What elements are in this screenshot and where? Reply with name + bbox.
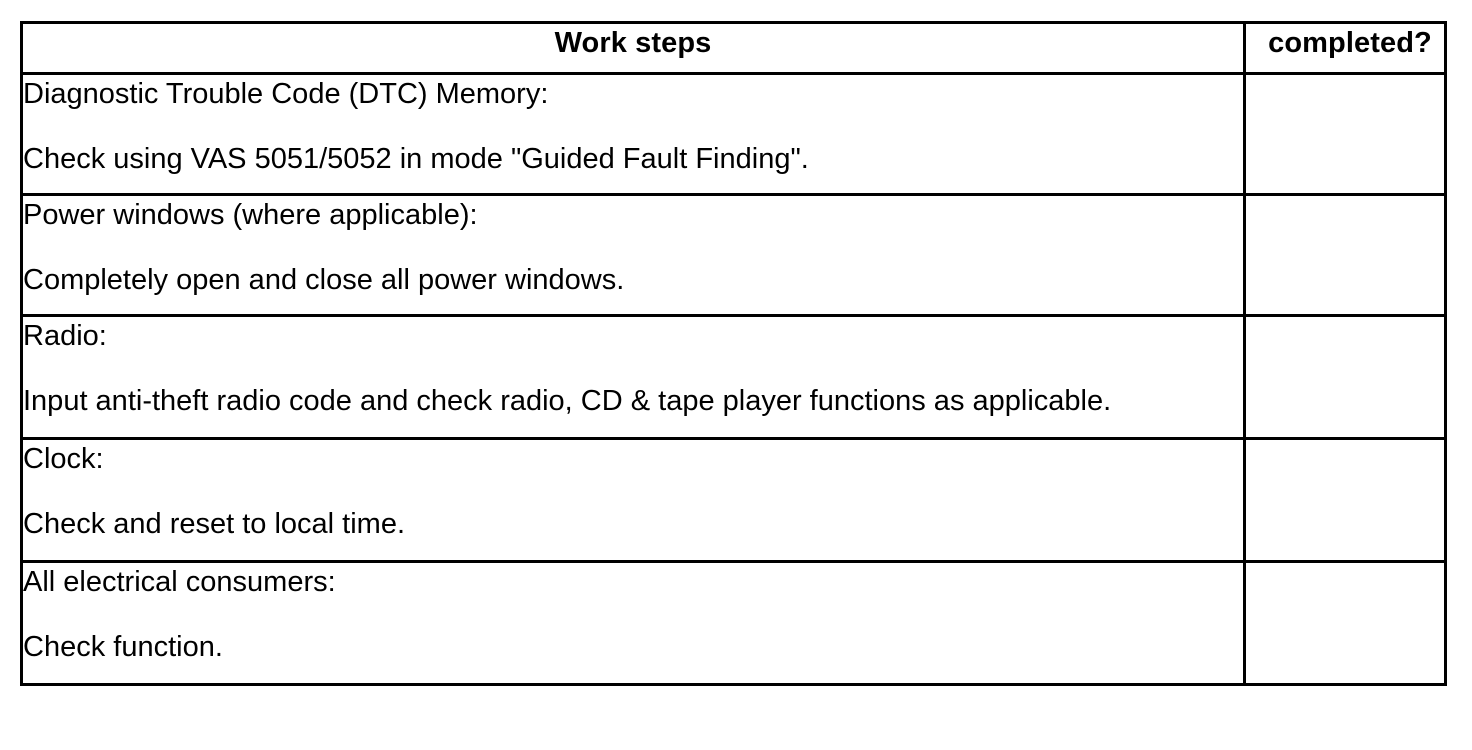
work-step-cell: Diagnostic Trouble Code (DTC) Memory: Ch… [20, 72, 1246, 196]
work-steps-checklist-table: Work steps completed? Diagnostic Trouble… [20, 21, 1447, 686]
table-header: Work steps completed? [20, 21, 1447, 75]
work-step-detail: Check using VAS 5051/5052 in mode "Guide… [23, 143, 809, 175]
completed-checkbox-cell[interactable] [1243, 72, 1447, 196]
table-row: Diagnostic Trouble Code (DTC) Memory: Ch… [20, 72, 1447, 196]
column-header-completed: completed? [1243, 21, 1447, 75]
completed-checkbox-cell[interactable] [1243, 560, 1447, 686]
work-step-title: Clock: [23, 443, 104, 475]
completed-checkbox-cell[interactable] [1243, 314, 1447, 440]
work-step-detail: Input anti-theft radio code and check ra… [23, 385, 1112, 417]
line-spacer [23, 114, 1243, 140]
line-spacer [23, 356, 1243, 382]
work-step-title: Radio: [23, 320, 107, 352]
line-spacer [23, 235, 1243, 261]
work-step-detail: Check and reset to local time. [23, 508, 406, 540]
work-step-detail: Completely open and close all power wind… [23, 264, 625, 296]
table-row: Clock: Check and reset to local time. [20, 437, 1447, 563]
table-body: Diagnostic Trouble Code (DTC) Memory: Ch… [20, 72, 1447, 686]
table-row: Radio: Input anti-theft radio code and c… [20, 314, 1447, 440]
table-row: Power windows (where applicable): Comple… [20, 193, 1447, 317]
work-step-title: All electrical consumers: [23, 566, 336, 598]
work-step-detail: Check function. [23, 631, 223, 663]
line-spacer [23, 602, 1243, 628]
table-row: All electrical consumers: Check function… [20, 560, 1447, 686]
work-step-cell: Power windows (where applicable): Comple… [20, 193, 1246, 317]
work-step-title: Diagnostic Trouble Code (DTC) Memory: [23, 78, 549, 110]
work-step-cell: Radio: Input anti-theft radio code and c… [20, 314, 1246, 440]
column-header-work-steps: Work steps [20, 21, 1246, 75]
work-step-cell: All electrical consumers: Check function… [20, 560, 1246, 686]
completed-checkbox-cell[interactable] [1243, 437, 1447, 563]
work-step-title: Power windows (where applicable): [23, 199, 478, 231]
completed-checkbox-cell[interactable] [1243, 193, 1447, 317]
line-spacer [23, 479, 1243, 505]
table-header-row: Work steps completed? [20, 21, 1447, 75]
work-step-cell: Clock: Check and reset to local time. [20, 437, 1246, 563]
